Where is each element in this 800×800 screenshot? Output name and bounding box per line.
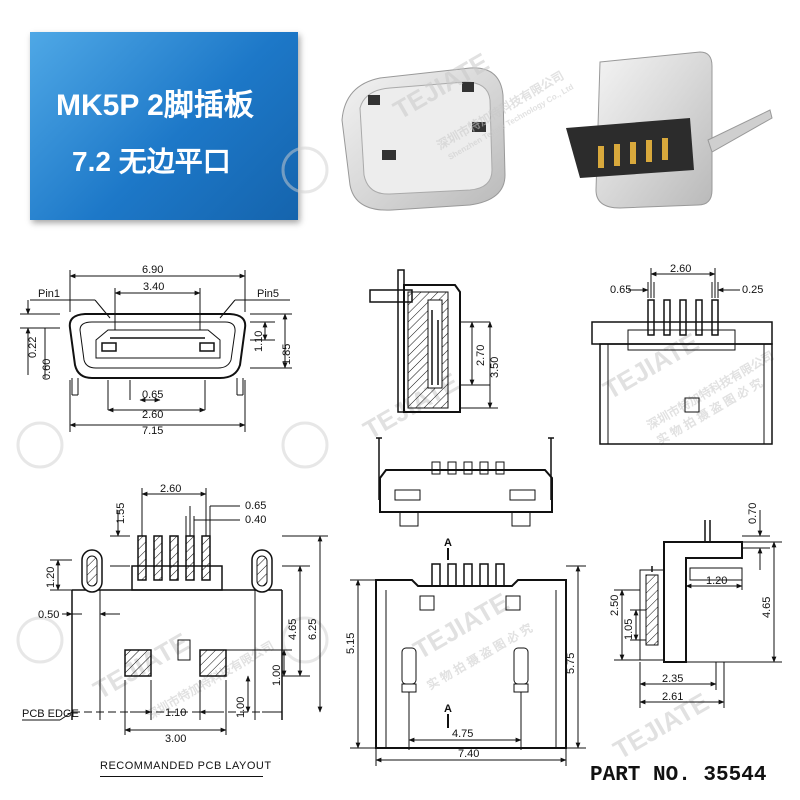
pcb-edge-label: PCB EDGE	[22, 708, 79, 720]
pin1-label: Pin1	[38, 288, 60, 300]
dim-pcb-3-00: 3.00	[165, 733, 186, 745]
side-section-drawing	[369, 269, 498, 413]
dim-1-10: 1.10	[253, 331, 265, 352]
dim-side-1-20: 1.20	[706, 575, 727, 587]
dim-pcb-4-65: 4.65	[287, 619, 299, 640]
right-side-drawing	[614, 510, 782, 708]
dim-side-1-05: 1.05	[623, 619, 635, 640]
dim-pcb-6-25: 6.25	[307, 619, 319, 640]
dim-side-2-50: 2.50	[609, 595, 621, 616]
dim-pcb-0-50: 0.50	[38, 609, 59, 621]
part-number: PART NO. 35544	[590, 764, 767, 787]
dim-side-2-35: 2.35	[662, 673, 683, 685]
dim-pcb-1-55: 1.55	[115, 503, 127, 524]
top-view-drawing	[350, 548, 586, 766]
dim-side-4-65: 4.65	[761, 597, 773, 618]
dim-pcb-1-20: 1.20	[45, 567, 57, 588]
dim-7-15: 7.15	[142, 425, 163, 437]
banner-subtitle: 7.2 无边平口	[72, 146, 231, 177]
connector-photo-rear	[566, 51, 773, 209]
rear-view-labels: 2.60 0.65 0.25	[610, 263, 763, 296]
dim-side-0-70: 0.70	[747, 503, 759, 524]
connector-photo-front	[341, 67, 506, 211]
dim-1-85: 1.85	[281, 344, 293, 365]
dim-top-4-75: 4.75	[452, 728, 473, 740]
dim-2-60: 2.60	[142, 409, 163, 421]
dim-top-5-15: 5.15	[345, 633, 357, 654]
dim-6-90: 6.90	[142, 264, 163, 276]
pcb-layout-caption: RECOMMANDED PCB LAYOUT	[100, 760, 272, 772]
pin5-label: Pin5	[257, 288, 279, 300]
right-side-labels: 0.70 1.20 2.50 1.05 4.65 2.35 2.61	[609, 503, 773, 703]
dim-pcb-1-00-a: 1.00	[271, 665, 283, 686]
dim-rear-0-65: 0.65	[610, 284, 631, 296]
title-banner: MK5P 2脚插板 7.2 无边平口	[30, 32, 298, 220]
dim-0-65: 0.65	[142, 389, 163, 401]
dim-rear-2-60: 2.60	[670, 263, 691, 275]
dim-0-22: 0.22	[27, 337, 39, 358]
front-view-drawing	[20, 270, 292, 432]
watermark-brand-2: TEJIATE	[598, 327, 704, 405]
dim-pcb-1-00-b: 1.00	[235, 697, 247, 718]
dim-top-5-75: 5.75	[565, 653, 577, 674]
dim-pcb-2-60: 2.60	[160, 483, 181, 495]
dim-rear-0-25: 0.25	[742, 284, 763, 296]
dim-pcb-1-10: 1.10	[165, 707, 186, 719]
pcb-layout-labels: 1.55 2.60 0.65 0.40 1.20 0.50 4.65 6.25 …	[22, 483, 319, 745]
front-view-labels: 6.90 3.40 Pin1 Pin5 0.22 0.60 1.10 1.85 …	[27, 264, 293, 437]
dim-3-50: 3.50	[489, 357, 501, 378]
dim-pcb-0-65: 0.65	[245, 500, 266, 512]
dim-3-40: 3.40	[143, 281, 164, 293]
dim-2-70: 2.70	[475, 345, 487, 366]
banner-title: MK5P 2脚插板	[56, 89, 254, 122]
dim-0-60: 0.60	[41, 359, 53, 380]
section-mark-a-top: A	[444, 537, 452, 549]
side-section-labels: 2.70 3.50	[475, 345, 501, 378]
pcb-layout-drawing	[22, 488, 328, 735]
dim-pcb-0-40: 0.40	[245, 514, 266, 526]
watermark-brand-6: TEJIATE	[608, 687, 714, 765]
top-view-labels: A A 5.15 5.75 4.75 7.40	[345, 537, 577, 760]
section-mark-a-bottom: A	[444, 703, 452, 715]
dim-top-7-40: 7.40	[458, 748, 479, 760]
dim-side-2-61: 2.61	[662, 691, 683, 703]
caption-underline	[100, 776, 263, 777]
bottom-view-drawing	[376, 437, 554, 527]
rear-view-drawing	[591, 268, 773, 445]
